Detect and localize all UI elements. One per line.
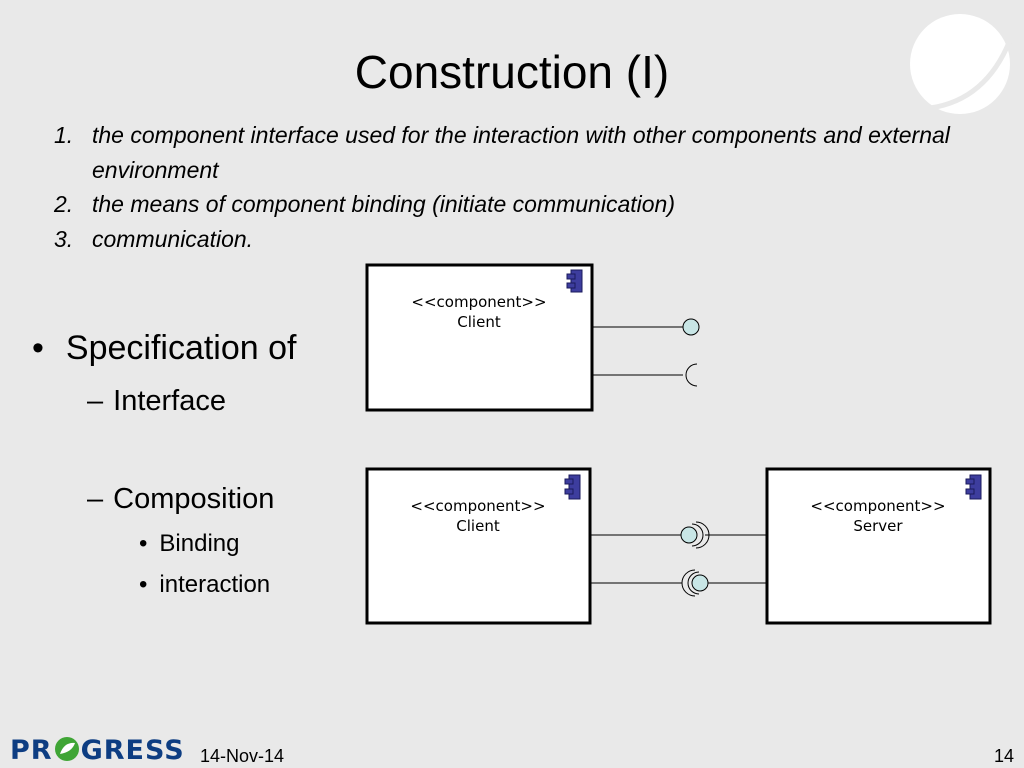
required-interface-icon [685, 363, 698, 387]
list-item-text: the component interface used for the int… [92, 122, 950, 183]
component-label-top-client: <<component>> Client [368, 292, 590, 332]
numbered-list-item: 2. the means of component binding (initi… [50, 187, 1010, 222]
component-label-bottom-client: <<component>> Client [368, 496, 588, 536]
numbered-list: 1. the component interface used for the … [50, 118, 1010, 256]
component-stereotype: <<component>> [410, 497, 546, 515]
component-stereotype: <<component>> [810, 497, 946, 515]
provided-interface-icon [682, 318, 700, 336]
list-number: 1. [54, 122, 74, 148]
component-icon [965, 474, 982, 500]
page-number: 14 [993, 746, 1014, 766]
list-item-text: communication. [92, 225, 254, 252]
sub-bullet-interface: –Interface [87, 381, 226, 421]
bullet-mark: • [139, 571, 148, 598]
component-box-top-client [365, 263, 594, 412]
sub-sub-bullet-binding: • Binding [139, 527, 239, 561]
provided-interface-icon [691, 574, 709, 592]
numbered-list-item: 3. communication. [50, 222, 1010, 257]
component-name: Server [853, 517, 903, 535]
component-icon [564, 474, 581, 500]
sub-sub-bullet-text: Binding [159, 530, 240, 557]
progress-logo: PR GRESS [10, 734, 185, 768]
list-number: 3. [54, 225, 74, 252]
dash-mark: – [87, 385, 104, 417]
component-icon [566, 269, 583, 293]
logo-text-right: GRESS [80, 735, 185, 766]
component-box-server [765, 467, 992, 625]
dash-mark: – [87, 483, 104, 515]
required-interface-icon [687, 571, 700, 595]
component-stereotype: <<component>> [411, 293, 547, 311]
bullet-mark: • [139, 530, 148, 557]
required-interface-icon [681, 569, 696, 597]
decorative-circle-icon [910, 14, 1012, 114]
footer-date: 14-Nov-14 [200, 746, 285, 766]
component-name: Client [457, 313, 501, 331]
bullet-mark: • [32, 329, 44, 367]
numbered-list-item: 1. the component interface used for the … [50, 118, 1010, 187]
list-item-text: the means of component binding (initiate… [92, 191, 675, 217]
sub-bullet-composition: –Composition [87, 479, 274, 519]
component-name: Client [456, 517, 500, 535]
provided-interface-icon [680, 526, 698, 544]
bullet-specification: • Specification of [32, 322, 297, 374]
logo-leaf-icon [54, 737, 79, 761]
required-interface-icon [691, 523, 704, 547]
slide-title: Construction (I) [354, 46, 670, 98]
list-number: 2. [54, 191, 74, 217]
bullet-text: Specification of [65, 329, 297, 367]
sub-bullet-text: Interface [113, 385, 226, 417]
component-box-bottom-client [365, 467, 592, 625]
sub-sub-bullet-interaction: • interaction [139, 568, 270, 602]
sub-sub-bullet-text: interaction [159, 571, 271, 598]
logo-text-left: PR [10, 735, 53, 766]
sub-bullet-text: Composition [113, 483, 275, 515]
component-label-server: <<component>> Server [768, 496, 988, 536]
